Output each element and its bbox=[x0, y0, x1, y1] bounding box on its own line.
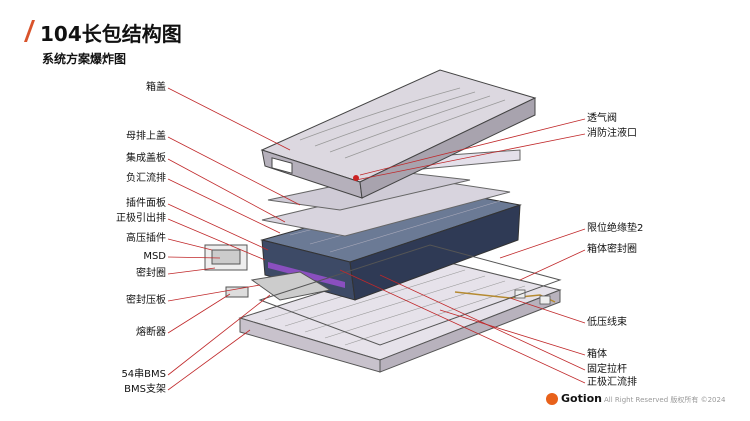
label-connector-panel: 插件面板 bbox=[126, 198, 166, 209]
sealing-plate bbox=[250, 271, 332, 301]
label-box-body: 箱体 bbox=[587, 349, 607, 360]
label-tie-rod: 固定拉杆 bbox=[587, 364, 627, 375]
label-sealing-plate: 密封压板 bbox=[126, 295, 166, 306]
gotion-logo-icon bbox=[546, 392, 558, 405]
page-title: 104长包结构图 bbox=[40, 22, 182, 46]
label-box-lid: 箱盖 bbox=[146, 82, 166, 93]
label-fuse: 熔断器 bbox=[136, 327, 166, 338]
label-vent-valve: 透气阀 bbox=[587, 113, 617, 124]
label-box-seal: 箱体密封圈 bbox=[587, 244, 637, 255]
label-integrated-cover: 集成盖板 bbox=[126, 153, 166, 164]
label-seal-ring: 密封圈 bbox=[136, 268, 166, 279]
label-lv-harness: 低压线束 bbox=[587, 317, 627, 328]
label-fire-port: 消防注液口 bbox=[587, 128, 637, 139]
brand-name: Gotion bbox=[561, 392, 603, 405]
leader-lines bbox=[167, 87, 586, 391]
label-insulation-pad: 限位绝缘垫2 bbox=[587, 223, 644, 234]
fuse bbox=[225, 286, 249, 298]
brand-logo: Gotion bbox=[546, 392, 602, 405]
label-bms: 54串BMS bbox=[121, 369, 166, 380]
label-negative-busbar: 负汇流排 bbox=[126, 173, 166, 184]
label-hv-connector: 高压插件 bbox=[126, 233, 166, 244]
label-bms-bracket: BMS支架 bbox=[124, 384, 166, 395]
label-busbar-cover: 母排上盖 bbox=[126, 131, 166, 142]
label-positive-busbar: 正极汇流排 bbox=[587, 377, 637, 388]
page-subtitle: 系统方案爆炸图 bbox=[42, 52, 127, 66]
box-seal bbox=[258, 244, 562, 346]
copyright: All Right Reserved 版权所有 ©2024 bbox=[604, 396, 726, 404]
label-msd: MSD bbox=[143, 251, 166, 262]
label-positive-outlet: 正极引出排 bbox=[116, 213, 166, 224]
